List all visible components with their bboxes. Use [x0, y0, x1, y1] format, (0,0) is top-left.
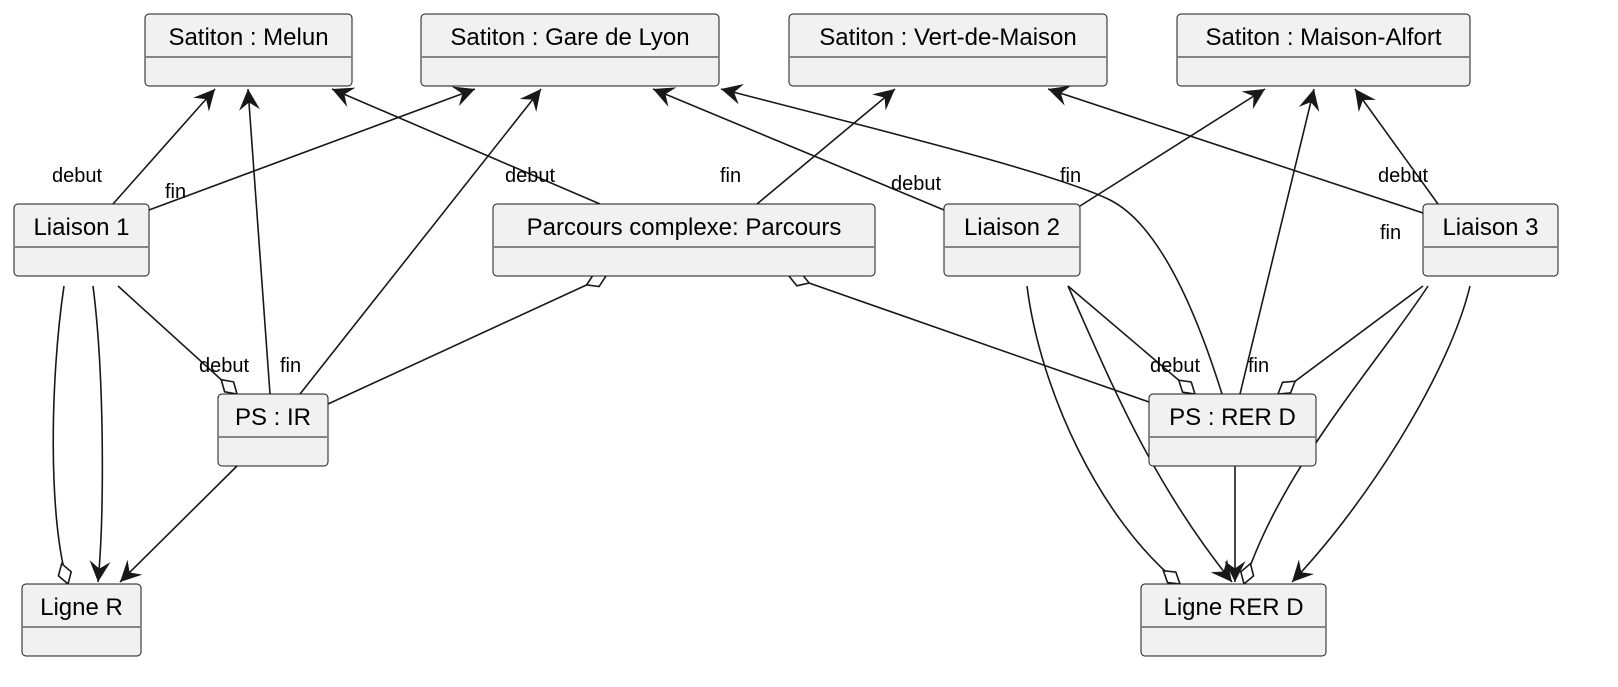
object-ps-ir[interactable]: PS : IR — [217, 393, 329, 467]
label-fin: fin — [165, 181, 186, 203]
object-title: Liaison 1 — [33, 214, 129, 241]
edge-liaison1-debut-melun — [112, 88, 216, 205]
edge-liaison1-ligner-diamond — [52, 285, 73, 586]
object-liaison1[interactable]: Liaison 1 — [13, 203, 150, 277]
label-fin: fin — [1248, 355, 1269, 377]
object-title: Satiton : Maison-Alfort — [1205, 24, 1441, 51]
edge-parcours-debut-melun — [331, 87, 601, 205]
edge-liaison1-psir — [117, 285, 239, 396]
edge-liaison3-lignererd-arrow — [1291, 285, 1471, 583]
object-box — [943, 203, 1081, 277]
label-fin: fin — [720, 165, 741, 187]
edge-psir-parcours — [327, 273, 608, 405]
edge-psrerd-parcours — [787, 272, 1150, 403]
edge-liaison2-lignererd-diamond — [1026, 285, 1182, 585]
object-maison-alfort[interactable]: Satiton : Maison-Alfort — [1176, 13, 1471, 87]
object-box — [420, 13, 720, 87]
edges — [52, 84, 1471, 586]
edge-psrerd-fin-maisonalfort — [1239, 88, 1320, 395]
object-box — [21, 583, 142, 657]
object-title: Satiton : Melun — [168, 24, 328, 51]
object-title: PS : IR — [235, 404, 311, 431]
object-title: Satiton : Vert-de-Maison — [819, 24, 1076, 51]
edge-liaison1-fin-garedelyon — [148, 86, 476, 211]
edge-liaison2-fin-maisonalfort — [1079, 88, 1266, 207]
object-melun[interactable]: Satiton : Melun — [144, 13, 353, 87]
object-title: Ligne RER D — [1163, 594, 1303, 621]
object-ligne-rerd[interactable]: Ligne RER D — [1140, 583, 1327, 657]
object-vert-de-maison[interactable]: Satiton : Vert-de-Maison — [788, 13, 1108, 87]
object-box — [788, 13, 1108, 87]
object-liaison3[interactable]: Liaison 3 — [1422, 203, 1559, 277]
object-title: Liaison 3 — [1442, 214, 1538, 241]
label-fin: fin — [280, 355, 301, 377]
edge-liaison2-debut-garedelyon — [652, 87, 945, 211]
edge-psir-debut-melun — [239, 88, 271, 395]
edge-liaison3-fin-maisonalfort — [1047, 85, 1424, 214]
object-box — [1176, 13, 1471, 87]
edge-psir-ligner — [119, 464, 239, 583]
label-fin: fin — [1380, 222, 1401, 244]
object-liaison2[interactable]: Liaison 2 — [943, 203, 1081, 277]
edge-liaison2-psrerd — [1067, 285, 1197, 395]
object-box — [13, 203, 150, 277]
edge-psir-fin-garedelyon — [299, 88, 542, 395]
object-ps-rerd[interactable]: PS : RER D — [1148, 393, 1317, 467]
edge-liaison2-lignererd-arrow — [1067, 285, 1233, 583]
object-box — [1148, 393, 1317, 467]
object-title: Parcours complexe: Parcours — [527, 214, 842, 241]
object-box — [492, 203, 876, 277]
object-parcours[interactable]: Parcours complexe: Parcours — [492, 203, 876, 277]
label-debut: debut — [1378, 165, 1428, 187]
edge-liaison3-debut-maisonalfort — [1354, 88, 1439, 205]
label-debut: debut — [1150, 355, 1200, 377]
object-title: Liaison 2 — [964, 214, 1060, 241]
label-fin: fin — [1060, 165, 1081, 187]
object-box — [217, 393, 329, 467]
object-title: Ligne R — [40, 594, 123, 621]
edge-liaison3-psrerd — [1276, 285, 1424, 395]
label-debut: debut — [505, 165, 555, 187]
object-title: Satiton : Gare de Lyon — [450, 24, 689, 51]
label-debut: debut — [891, 173, 941, 195]
edge-liaison3-lignererd-diamond — [1239, 285, 1429, 586]
edge-liaison1-ligner-arrow — [89, 285, 111, 583]
object-title: PS : RER D — [1169, 404, 1296, 431]
label-debut: debut — [52, 165, 102, 187]
object-box — [144, 13, 353, 87]
edge-labels: debut fin debut fin debut fin debut fin … — [52, 165, 1428, 377]
object-box — [1140, 583, 1327, 657]
object-ligne-r[interactable]: Ligne R — [21, 583, 142, 657]
edge-parcours-fin-vertdemaison — [756, 88, 896, 205]
object-gare-de-lyon[interactable]: Satiton : Gare de Lyon — [420, 13, 720, 87]
label-debut: debut — [199, 355, 249, 377]
object-box — [1422, 203, 1559, 277]
